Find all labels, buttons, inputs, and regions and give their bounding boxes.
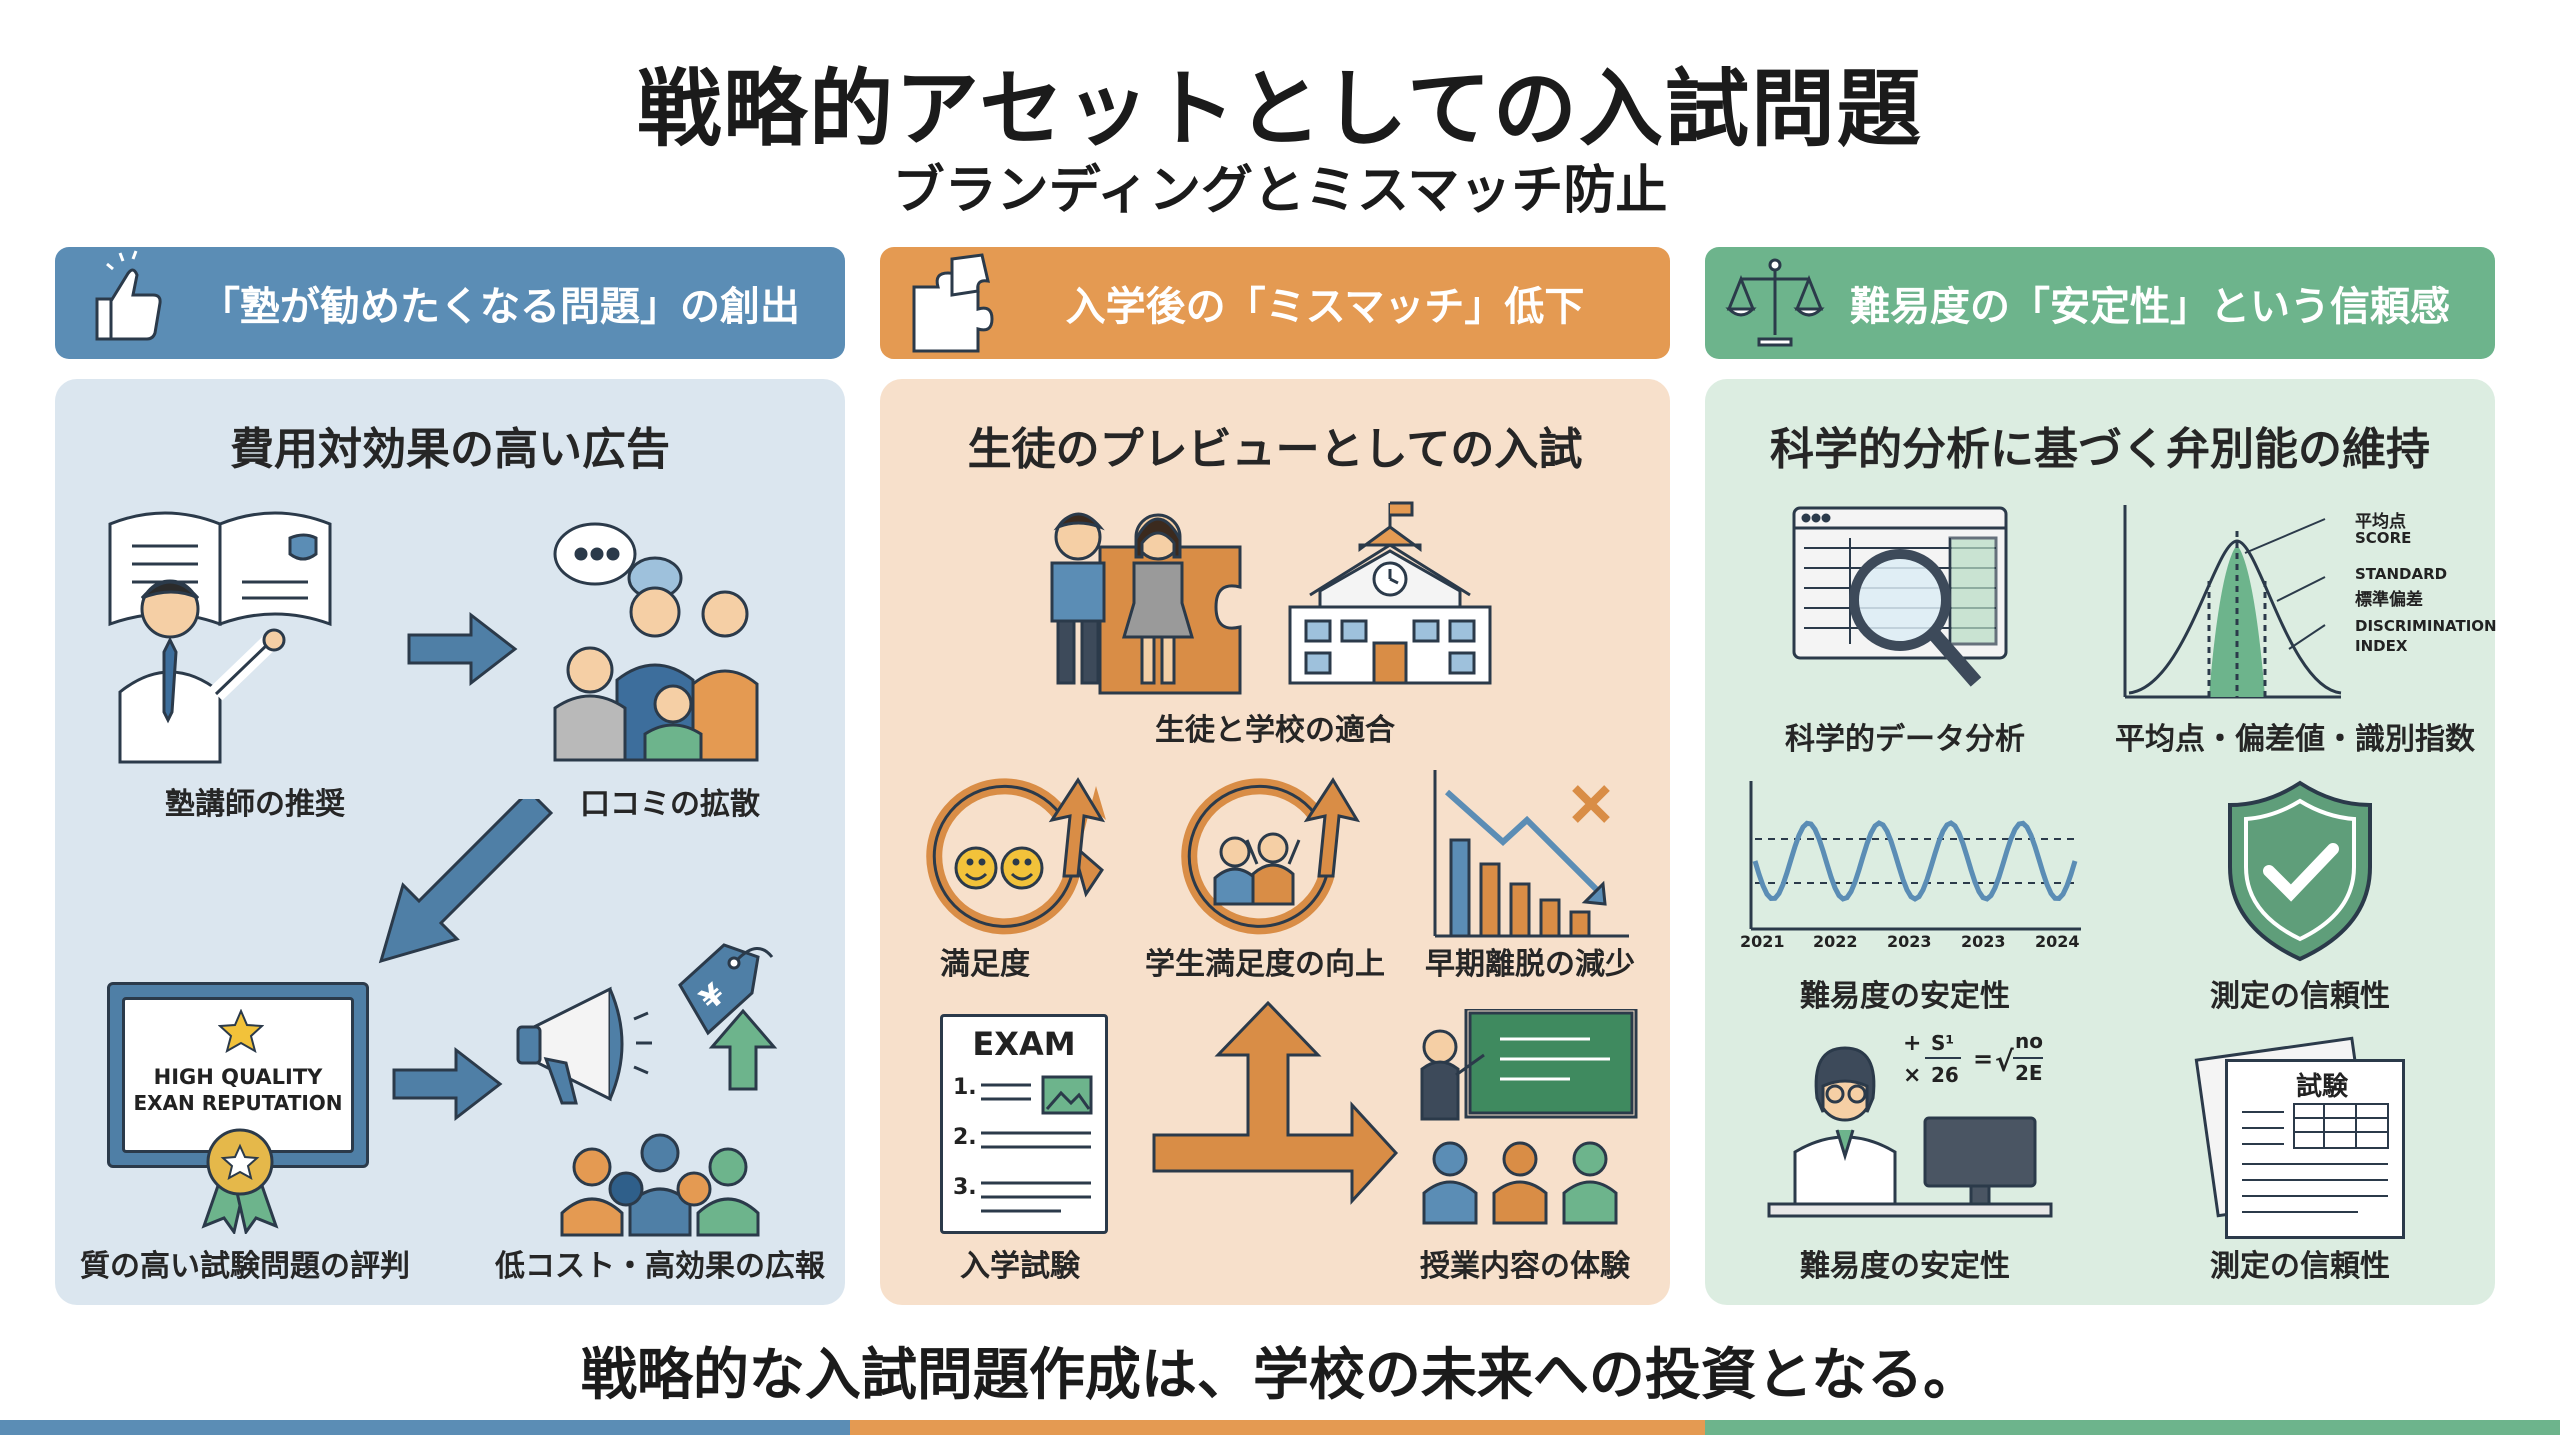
- certificate-text-2: EXAN REPUTATION: [133, 1091, 343, 1115]
- declining-dropout-chart-icon: [1433, 770, 1629, 938]
- x-tick-label: 2024: [2035, 932, 2080, 951]
- item-label: 質の高い試験問題の評判: [80, 1249, 410, 1284]
- formula-26: 26: [1931, 1063, 1959, 1087]
- student-satisfaction-icon: [1181, 777, 1361, 935]
- item-label: 満足度: [940, 947, 1030, 982]
- question-number: 1.: [953, 1075, 977, 1100]
- column-header-text: 入学後の「ミスマッチ」低下: [1065, 284, 1585, 330]
- balance-scale-icon: [1725, 258, 1825, 347]
- stability-wave-chart: [1749, 781, 2081, 931]
- panel-title: 科学的分析に基づく弁別能の維持: [1770, 424, 2430, 475]
- formula-plus: +: [1903, 1031, 1922, 1056]
- quality-certificate: HIGH QUALITY EXAN REPUTATION: [107, 982, 369, 1168]
- chart-annotation: INDEX: [2355, 637, 2408, 655]
- word-of-mouth-illustration: [553, 522, 759, 762]
- student-school-fit-illustration: [1050, 501, 1492, 695]
- panel-title: 費用対効果の高い広告: [230, 424, 670, 475]
- x-tick-label: 2023: [1961, 932, 2006, 951]
- star-icon: [218, 1009, 264, 1053]
- chart-annotation: 標準偏差: [2355, 590, 2423, 610]
- footer-message: 戦略的な入試問題作成は、学校の未来への投資となる。: [580, 1343, 1980, 1408]
- classroom-experience-illustration: [1420, 1009, 1638, 1225]
- exam-paper: EXAM 1. 2. 3.: [940, 1014, 1108, 1234]
- exam-title: EXAM: [972, 1025, 1076, 1063]
- chart-annotation: 平均点: [2355, 512, 2406, 532]
- chart-annotation: DISCRIMINATION: [2355, 617, 2497, 635]
- footer-bar-green: [1705, 1420, 2560, 1435]
- item-label: 低コスト・高効果の広報: [495, 1249, 825, 1284]
- formula-equals: =: [1973, 1045, 1994, 1073]
- branch-arrow-icon: [1152, 1000, 1399, 1205]
- document-table-icon: [2242, 1103, 2389, 1213]
- question-number: 3.: [953, 1175, 977, 1200]
- column-panel: 生徒のプレビューとしての入試: [880, 379, 1670, 1305]
- certificate-text-1: HIGH QUALITY: [153, 1065, 323, 1089]
- item-label: 入学試験: [960, 1249, 1080, 1284]
- column-header: 入学後の「ミスマッチ」低下: [880, 247, 1670, 359]
- chart-annotation: SCORE: [2355, 529, 2412, 547]
- footer-bar-orange: [850, 1420, 1705, 1435]
- shield-check-icon: [2228, 780, 2372, 962]
- ribbon-medal-icon: [201, 1128, 279, 1234]
- column-referral: 「塾が勧めたくなる問題」の創出 費用対効果の高い広告 塾講師: [55, 247, 845, 1305]
- item-label: 生徒と学校の適合: [1155, 713, 1395, 748]
- column-mismatch: 入学後の「ミスマッチ」低下 生徒のプレビューとしての入試: [880, 247, 1670, 1305]
- test-document: 試験: [2225, 1059, 2405, 1239]
- formula-sqrt: √: [1995, 1045, 2014, 1078]
- column-header: 難易度の「安定性」という信頼感: [1705, 247, 2495, 359]
- column-header-text: 「塾が勧めたくなる問題」の創出: [200, 284, 800, 330]
- column-stability: 難易度の「安定性」という信頼感 科学的分析に基づく弁別能の維持 科学的データ分析: [1705, 247, 2497, 1305]
- formula-times: ×: [1903, 1063, 1922, 1088]
- formula-divider: [2013, 1057, 2043, 1059]
- teacher-recommend-illustration: [108, 511, 332, 764]
- page-title: 戦略的アセットとしての入試問題: [637, 60, 1923, 158]
- column-header: 「塾が勧めたくなる問題」の創出: [55, 247, 845, 359]
- exam-lines-icon: [981, 1075, 1093, 1213]
- formula-s: S¹: [1931, 1031, 1955, 1055]
- item-label: 測定の信頼性: [2210, 979, 2390, 1014]
- satisfaction-cycle-icon: [926, 777, 1106, 935]
- column-panel: 科学的分析に基づく弁別能の維持 科学的データ分析: [1705, 379, 2497, 1305]
- formula-2e: 2E: [2015, 1061, 2043, 1085]
- formula-no: no: [2015, 1029, 2043, 1053]
- item-label: 学生満足度の向上: [1145, 947, 1385, 982]
- column-panel: 費用対効果の高い広告 塾講師の推奨: [55, 379, 845, 1305]
- arrow-right-icon: [407, 611, 518, 687]
- item-label: 科学的データ分析: [1785, 722, 2025, 757]
- arrow-right-icon: [392, 1046, 503, 1122]
- item-label: 塾講師の推奨: [165, 787, 345, 822]
- item-label: 難易度の安定性: [1800, 979, 2010, 1014]
- page-subtitle: ブランディングとミスマッチ防止: [892, 161, 1668, 221]
- x-tick-label: 2022: [1813, 932, 1858, 951]
- panel-title: 生徒のプレビューとしての入試: [967, 424, 1583, 475]
- megaphone-ad-illustration: ¥: [516, 943, 778, 1237]
- analyst-desk-illustration: [1767, 1046, 2053, 1218]
- normal-distribution-chart: [2123, 505, 2342, 699]
- x-tick-label: 2023: [1887, 932, 1932, 951]
- item-label: 難易度の安定性: [1800, 1249, 2010, 1284]
- item-label: 測定の信頼性: [2210, 1249, 2390, 1284]
- column-header-text: 難易度の「安定性」という信頼感: [1850, 284, 2450, 330]
- item-label: 授業内容の体験: [1420, 1249, 1630, 1284]
- x-tick-label: 2021: [1740, 932, 1785, 951]
- question-number: 2.: [953, 1125, 977, 1150]
- item-label: 早期離脱の減少: [1425, 947, 1635, 982]
- thumbs-up-icon: [95, 250, 162, 341]
- formula-divider: [1925, 1057, 1961, 1059]
- document-title: 試験: [2296, 1072, 2349, 1102]
- data-analysis-magnifier-icon: [1792, 506, 2008, 687]
- footer-bar-blue: [0, 1420, 850, 1435]
- chart-annotation: STANDARD: [2355, 565, 2448, 583]
- item-label: 口コミの拡散: [580, 787, 760, 822]
- puzzle-icon: [912, 253, 994, 353]
- item-label: 平均点・偏差値・識別指数: [2115, 722, 2475, 757]
- arrow-down-left-icon: [378, 799, 554, 964]
